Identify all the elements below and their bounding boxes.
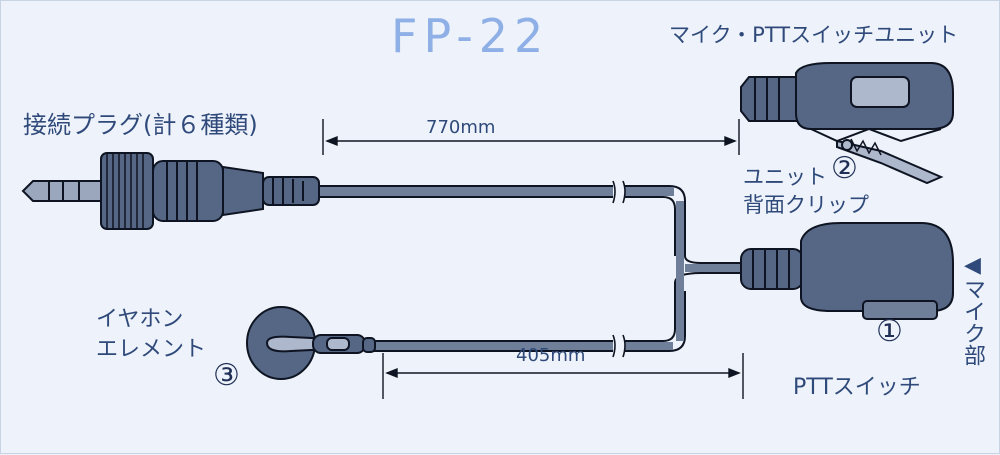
- cable-upper: [319, 185, 749, 264]
- mic-clip-unit: [740, 62, 954, 185]
- length-upper-label: 770mm: [426, 117, 496, 138]
- cable-break-upper: [612, 180, 626, 204]
- clip-label-line2: 背面クリップ: [743, 193, 869, 217]
- plug-label: 接続プラグ(計６種類): [23, 111, 258, 139]
- model-title: FP-22: [391, 9, 550, 63]
- marker-one: ①: [876, 314, 903, 349]
- unit-label: マイク・PTTスイッチユニット: [669, 23, 959, 47]
- earphone-label-line1: イヤホン: [96, 307, 184, 332]
- mic-label: ◀マイク部: [960, 253, 985, 366]
- ptt-switch-unit: [740, 222, 954, 320]
- clip-label-line1: ユニット: [743, 165, 827, 189]
- dimension-lower: [382, 353, 744, 399]
- earphone-element: [246, 306, 376, 380]
- cable-lower: [373, 272, 749, 352]
- dimension-upper: [322, 119, 740, 155]
- connector-plug: [21, 152, 320, 230]
- cable-break-lower: [612, 334, 626, 358]
- length-lower-label: 405mm: [516, 345, 586, 366]
- ptt-label: PTTスイッチ: [793, 375, 921, 400]
- earphone-label-line2: エレメント: [96, 337, 207, 362]
- marker-two: ②: [831, 151, 858, 186]
- marker-three: ③: [213, 358, 240, 393]
